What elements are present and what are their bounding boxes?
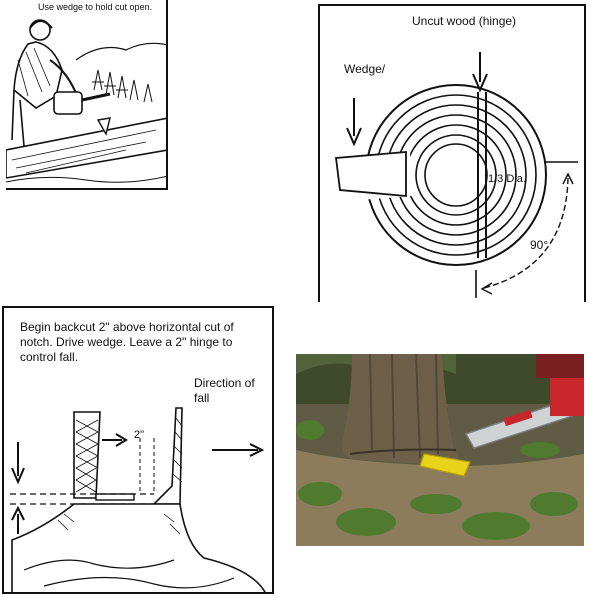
woodcutter-illustration-panel: Use wedge to hold cut open.: [6, 0, 168, 190]
cross-section-diagram: [334, 52, 578, 298]
woodcutter-drawing: [6, 19, 166, 183]
angle-label: 90°: [530, 238, 549, 252]
cross-section-panel: Uncut wood (hinge) Wedge/ 1/3 Dia. 90°: [318, 4, 586, 302]
backcut-instruction: Begin backcut 2" above horizontal cut of…: [20, 320, 234, 364]
tree-photo-panel: [296, 354, 584, 546]
backcut-panel: Begin backcut 2" above horizontal cut of…: [2, 306, 274, 594]
tree-photo: [296, 354, 584, 546]
panel1-caption: Use wedge to hold cut open.: [38, 2, 153, 12]
diameter-label: 1/3 Dia.: [488, 173, 526, 185]
uncut-wood-label: Uncut wood (hinge): [412, 14, 517, 28]
gap-label: 2": [134, 429, 145, 441]
backcut-drawing: [10, 407, 266, 592]
direction-of-fall-label: Direction of fall: [194, 376, 255, 405]
wedge-label: Wedge/: [344, 62, 386, 76]
